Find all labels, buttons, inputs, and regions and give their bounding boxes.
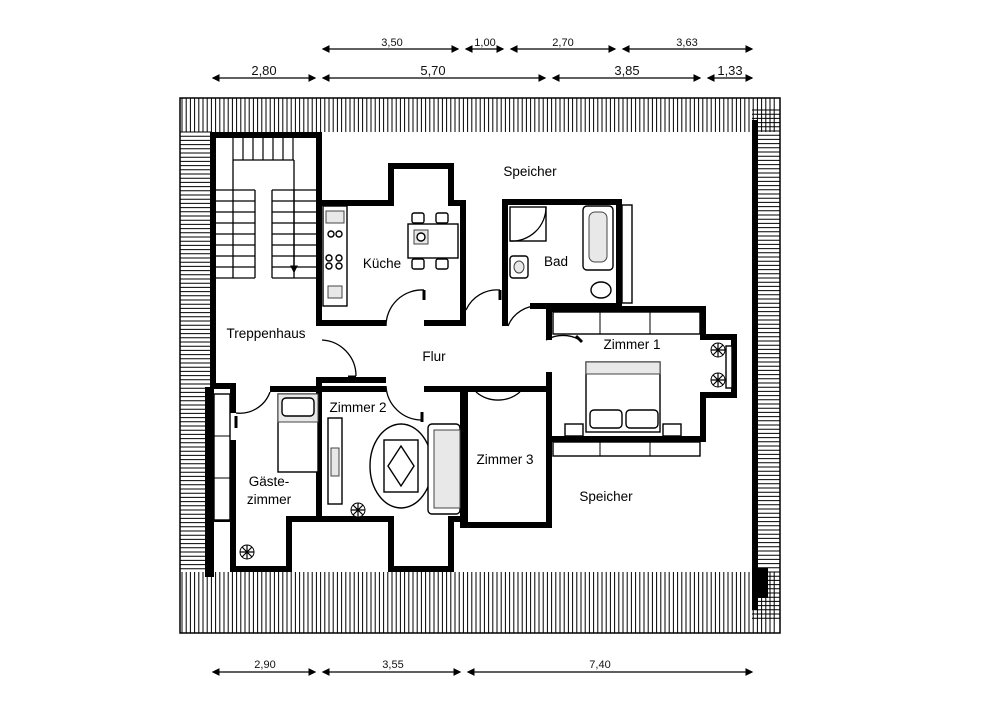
plant-icon <box>239 544 255 560</box>
door-swing-icon <box>385 289 425 327</box>
dim-label: 2,70 <box>552 37 573 49</box>
dim-label: 3,50 <box>381 37 402 49</box>
dim-label: 3,55 <box>382 659 403 671</box>
room-label-zimmer1: Zimmer 1 <box>604 337 661 352</box>
room-labels: Speicher Küche Bad Treppenhaus Flur Zimm… <box>226 164 660 507</box>
kitchen-furniture <box>322 205 459 307</box>
room-label-treppenhaus: Treppenhaus <box>226 326 305 341</box>
plant-icon <box>710 342 726 358</box>
dim-label: 7,40 <box>589 659 610 671</box>
dim-label: 2,80 <box>251 63 276 78</box>
room-label-gaeste-line2: zimmer <box>247 492 292 507</box>
room-label-bad: Bad <box>544 254 568 269</box>
zimmer1-furniture <box>552 311 733 457</box>
plant-icon <box>710 372 726 388</box>
dimension-top-row1: 3,50 1,00 2,70 3,63 <box>321 37 754 53</box>
room-label-kueche: Küche <box>363 256 401 271</box>
door-swing-icon <box>475 391 521 401</box>
zimmer2-furniture <box>327 417 461 515</box>
walls <box>205 132 737 577</box>
door-swing-icon <box>507 305 541 327</box>
room-label-speicher-bottom: Speicher <box>579 489 633 504</box>
plants <box>239 342 726 560</box>
guestroom-furniture <box>213 393 319 521</box>
dim-label: 3,85 <box>614 63 639 78</box>
plant-icon <box>350 502 366 518</box>
staircase <box>216 138 316 279</box>
doors <box>234 289 584 428</box>
dim-label: 1,00 <box>474 37 495 49</box>
dim-label: 5,70 <box>420 63 445 78</box>
bath-furniture <box>509 204 633 304</box>
room-label-speicher-top: Speicher <box>503 164 557 179</box>
room-label-zimmer3: Zimmer 3 <box>477 452 534 467</box>
door-swing-icon <box>321 339 357 377</box>
room-label-zimmer2: Zimmer 2 <box>330 400 387 415</box>
dim-label: 1,33 <box>717 63 742 78</box>
room-label-gaeste-line1: Gäste- <box>249 474 290 489</box>
roof-outline <box>179 97 781 634</box>
dim-label: 3,63 <box>676 37 697 49</box>
dimension-bottom-row: 2,90 3,55 7,40 <box>211 659 754 676</box>
dim-label: 2,90 <box>254 659 275 671</box>
dimension-top-row2: 2,80 5,70 3,85 1,33 <box>211 63 754 82</box>
chimney <box>755 568 768 598</box>
door-swing-icon <box>385 385 423 421</box>
door-swing-icon <box>465 289 501 311</box>
door-swing-icon <box>235 391 271 414</box>
room-label-flur: Flur <box>422 349 446 364</box>
